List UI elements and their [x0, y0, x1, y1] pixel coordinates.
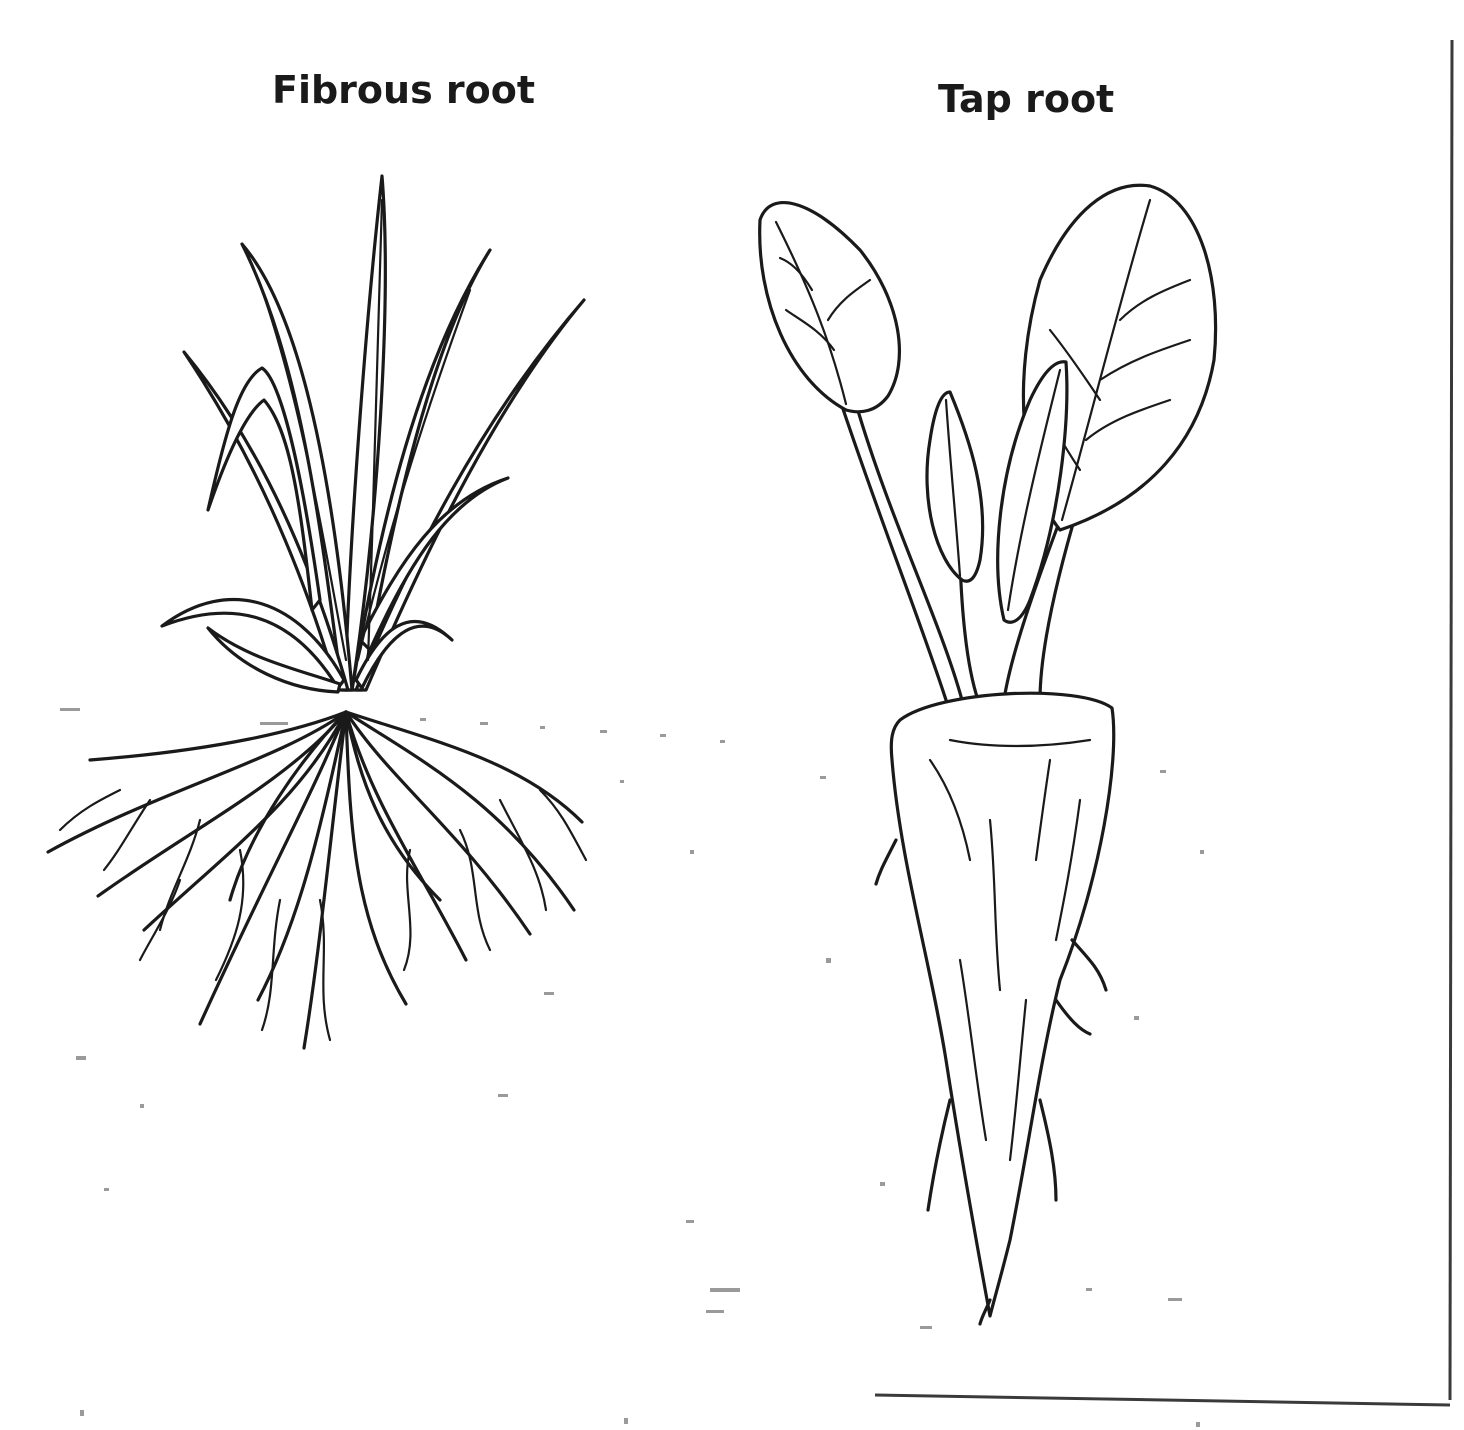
- leaves: [760, 185, 1216, 622]
- tap-root-plant: [760, 185, 1216, 1324]
- tap-root-body: [876, 693, 1114, 1324]
- fibrous-root-label: Fibrous root: [272, 68, 535, 112]
- grass-blades: [162, 176, 584, 692]
- fibrous-root-plant: [48, 176, 586, 1048]
- tap-root-label: Tap root: [938, 77, 1114, 121]
- fibrous-roots: [48, 712, 586, 1048]
